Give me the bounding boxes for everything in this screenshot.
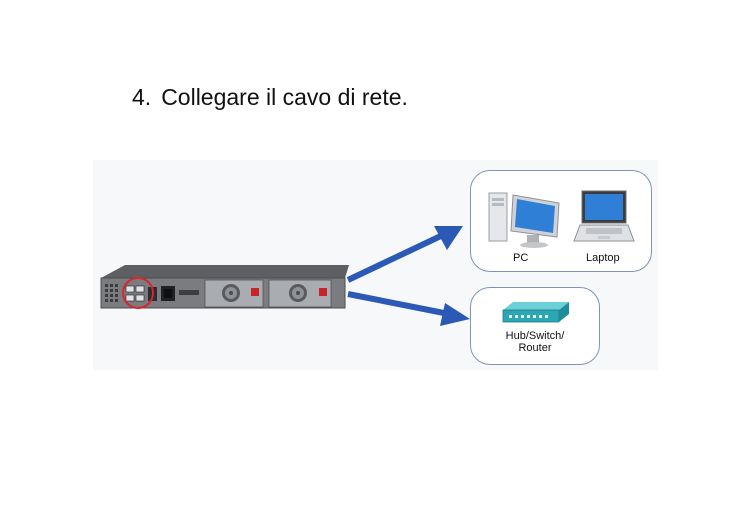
laptop-icon <box>573 190 635 242</box>
hub-label-line-2: Router <box>518 342 552 354</box>
lan-port-highlight <box>122 277 154 309</box>
network-connection-diagram: PC Laptop Hub/Switch/ Router <box>93 160 658 370</box>
pc-label: PC <box>513 252 529 264</box>
step-text: Collegare il cavo di rete. <box>161 84 408 110</box>
step-instruction: 4. Collegare il cavo di rete. <box>132 84 408 111</box>
pc-icon <box>488 192 560 248</box>
lan-ports <box>125 285 145 302</box>
arrow-to-hub <box>347 291 470 326</box>
arrow-to-pc <box>346 226 463 283</box>
hub-label-line-1: Hub/Switch/ <box>505 330 565 342</box>
laptop-label: Laptop <box>586 252 620 264</box>
hub-switch-icon <box>502 302 569 323</box>
hub-label: Hub/Switch/ Router <box>471 330 599 354</box>
computers-card: PC Laptop <box>470 170 652 272</box>
network-device-card: Hub/Switch/ Router <box>470 287 600 365</box>
step-number: 4. <box>132 84 152 110</box>
nas-rear-panel <box>100 265 349 309</box>
